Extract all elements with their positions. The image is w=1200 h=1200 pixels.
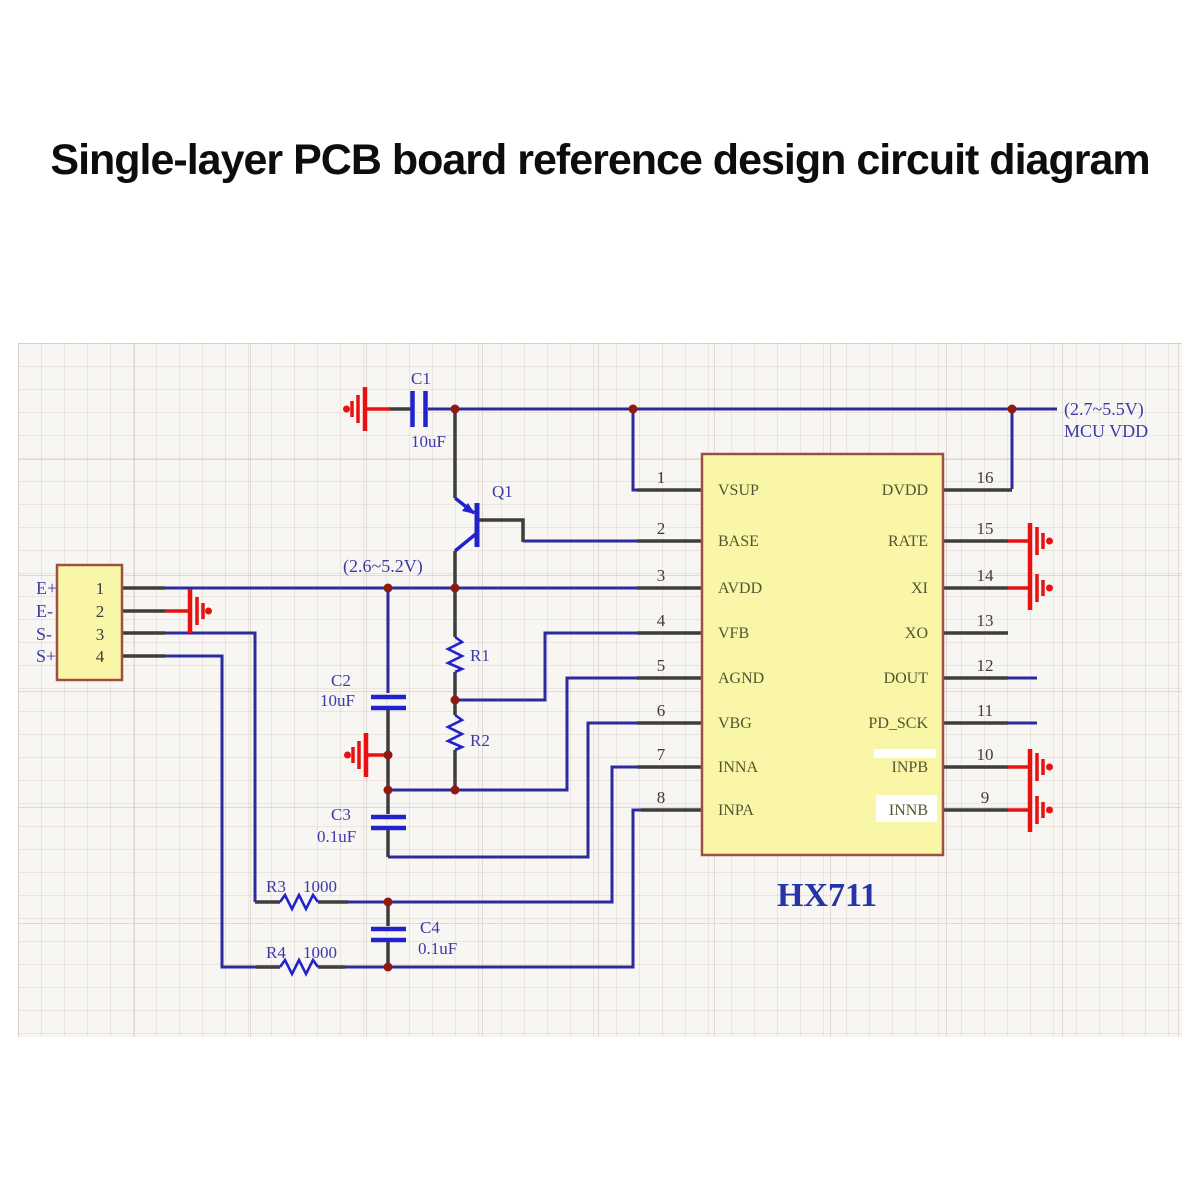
- chip-pin-number: 5: [657, 656, 666, 675]
- lead-q1-base: [479, 518, 525, 542]
- chip-pin-number: 15: [977, 519, 994, 538]
- resistor-r3: [278, 892, 320, 912]
- capacitor-c3: [371, 814, 406, 831]
- chip-pin-number: 16: [977, 468, 994, 487]
- wires-blue: [165, 407, 1057, 969]
- capacitor-c2: [371, 694, 406, 711]
- label-c2-value: 10uF: [320, 691, 355, 710]
- wire-vbg: [388, 721, 637, 859]
- chip-pin-label: INNB: [889, 802, 928, 819]
- wire-vfb: [455, 631, 637, 702]
- grounds: [165, 387, 1053, 832]
- connector-box: 1 2 3 4 E+ E- S- S+: [36, 563, 124, 682]
- label-r3-ref: R3: [266, 877, 286, 896]
- junction-dots: [383, 404, 1017, 972]
- label-c3-value: 0.1uF: [317, 827, 356, 846]
- connector-pin-label: S+: [36, 646, 56, 666]
- connector-pin-num: 4: [96, 647, 105, 666]
- chip-pin-number: 7: [657, 745, 666, 764]
- chip-pin-label: PD_SCK: [868, 715, 928, 732]
- page-title: Single-layer PCB board reference design …: [50, 136, 1150, 184]
- chip-pin-label: VBG: [718, 715, 752, 732]
- chip-pin-label: INNA: [718, 759, 758, 776]
- chip-pin-label: BASE: [718, 533, 759, 550]
- connector-pin-label: E-: [36, 601, 53, 621]
- ground-symbol-inpb-innb: [1008, 749, 1053, 832]
- label-c4-ref: C4: [420, 918, 440, 937]
- chip-pin-label: INPB: [892, 759, 928, 776]
- chip-pin-number: 1: [657, 468, 666, 487]
- resistor-r1: [444, 635, 466, 674]
- wire-vsup-drop: [631, 409, 658, 492]
- ground-symbol-c2: [344, 733, 386, 777]
- chip-pin-label: DVDD: [882, 482, 928, 499]
- connector-pin-label: E+: [36, 578, 57, 598]
- label-r4-ref: R4: [266, 943, 286, 962]
- capacitor-c1: [410, 391, 428, 427]
- label-mcu-range: (2.7~5.5V): [1064, 399, 1144, 420]
- label-r4-value: 1000: [303, 943, 337, 962]
- chip-pin-number: 12: [977, 656, 994, 675]
- chip-pin-number: 13: [977, 611, 994, 630]
- resistor-r2: [444, 713, 466, 752]
- label-c4-value: 0.1uF: [418, 939, 457, 958]
- label-r3-value: 1000: [303, 877, 337, 896]
- label-c3-ref: C3: [331, 805, 351, 824]
- connector-pin-num: 3: [96, 625, 105, 644]
- label-r1-ref: R1: [470, 646, 490, 665]
- chip-pin-label: VFB: [718, 625, 749, 642]
- chip-pin-number: 11: [977, 701, 993, 720]
- capacitor-c4: [371, 926, 406, 943]
- chip-pin-number: 14: [977, 566, 995, 585]
- chip-name: HX711: [777, 877, 877, 914]
- chip-pin-label: VSUP: [718, 482, 759, 499]
- ground-symbol-connector: [165, 589, 212, 633]
- label-c1-value: 10uF: [411, 432, 446, 451]
- ground-symbol-c1: [343, 387, 390, 431]
- transistor-q1: [453, 496, 480, 553]
- highlight-inpb: [874, 749, 936, 758]
- chip-pin-number: 8: [657, 788, 666, 807]
- chip-pin-number: 3: [657, 566, 666, 585]
- wire-s-minus: [165, 631, 257, 902]
- wire-inna: [348, 765, 637, 904]
- connector-pin-label: S-: [36, 624, 52, 644]
- label-q1-ref: Q1: [492, 482, 513, 501]
- label-c1-ref: C1: [411, 369, 431, 388]
- chip-pin-number: 2: [657, 519, 666, 538]
- connector-pin-num: 1: [96, 579, 105, 598]
- hx711-chip: VSUP BASE AVDD VFB AGND VBG INNA INPA DV…: [657, 452, 995, 914]
- chip-pin-number: 9: [981, 788, 990, 807]
- leads-dark: [122, 407, 1012, 969]
- label-avdd-range: (2.6~5.2V): [343, 556, 423, 577]
- chip-pin-label: DOUT: [884, 670, 929, 687]
- chip-pin-label: XO: [905, 625, 928, 642]
- components: [278, 391, 480, 977]
- label-r2-ref: R2: [470, 731, 490, 750]
- chip-pin-number: 4: [657, 611, 666, 630]
- chip-pin-number: 6: [657, 701, 666, 720]
- chip-pin-label: XI: [911, 580, 928, 597]
- labels: C1 10uF Q1 (2.6~5.2V) C2 10uF R1 R2 C3 0…: [266, 369, 1148, 962]
- chip-pin-label: AGND: [718, 670, 764, 687]
- chip-pin-label: INPA: [718, 802, 754, 819]
- chip-pin-label: RATE: [888, 533, 928, 550]
- wire-s-plus: [165, 654, 256, 969]
- highlight-innb: [876, 795, 937, 822]
- label-c2-ref: C2: [331, 671, 351, 690]
- chip-pin-label: AVDD: [718, 580, 762, 597]
- wire-agnd: [388, 676, 637, 792]
- grid-background: [18, 343, 1182, 1037]
- label-mcu-vdd: MCU VDD: [1064, 421, 1148, 441]
- chip-pin-number: 10: [977, 745, 994, 764]
- wire-inpa: [345, 808, 641, 969]
- ground-symbol-rate-xi: [1008, 523, 1053, 610]
- resistor-r4: [278, 957, 320, 977]
- connector-pin-num: 2: [96, 602, 105, 621]
